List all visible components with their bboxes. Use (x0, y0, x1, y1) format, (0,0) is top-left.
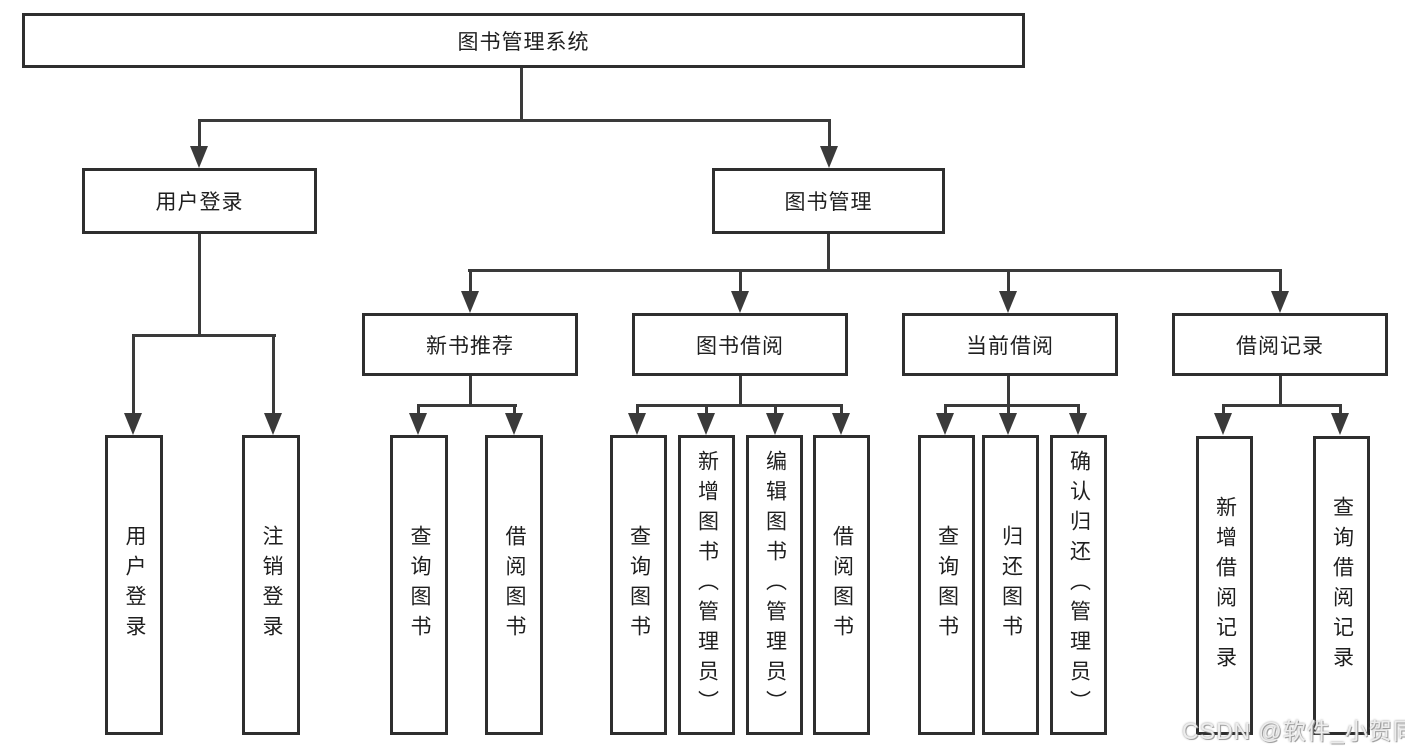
leaf-label: 查询图书 (935, 525, 959, 645)
node-label: 新书推荐 (426, 334, 514, 358)
node-label: 图书借阅 (696, 334, 784, 358)
connector-line (417, 406, 420, 414)
leaf-return-books: 归还图书 (982, 435, 1039, 735)
arrowhead-down-icon (766, 413, 784, 435)
node-label: 图书管理 (784, 191, 873, 214)
connector-line (1279, 271, 1282, 291)
connector-line (944, 404, 1080, 407)
leaf-label: 查询图书 (627, 525, 651, 645)
node-label: 图书管理系统 (457, 30, 590, 54)
leaf-add-borrow-record: 新增借阅记录 (1196, 436, 1253, 735)
leaf-add-books-admin: 新增图书（管理员） (678, 435, 735, 735)
node-borrow-records: 借阅记录 (1172, 313, 1388, 376)
node-new-book-recommend: 新书推荐 (362, 313, 578, 376)
connector-line (1222, 406, 1225, 414)
connector-line (739, 271, 742, 291)
arrowhead-down-icon (820, 146, 838, 168)
watermark: CSDN @软件_小贺同学 (1182, 718, 1405, 744)
arrowhead-down-icon (461, 291, 479, 313)
connector-line (132, 334, 276, 337)
arrowhead-down-icon (1271, 291, 1289, 313)
connector-line (469, 376, 472, 406)
leaf-label: 确认归还（管理员） (1067, 450, 1091, 720)
leaf-query-books: 查询图书 (390, 435, 448, 735)
arrowhead-down-icon (264, 413, 282, 435)
connector-line (198, 119, 831, 122)
connector-line (272, 336, 275, 413)
leaf-label: 编辑图书（管理员） (763, 450, 787, 720)
leaf-label: 新增图书（管理员） (695, 450, 719, 720)
connector-line (1007, 271, 1010, 291)
node-user-login: 用户登录 (82, 168, 317, 234)
node-label: 当前借阅 (966, 334, 1054, 358)
leaf-query-books: 查询图书 (610, 435, 667, 735)
connector-line (198, 121, 201, 147)
leaf-label: 查询图书 (408, 525, 431, 645)
arrowhead-down-icon (697, 413, 715, 435)
arrowhead-down-icon (936, 413, 954, 435)
connector-line (1339, 406, 1342, 414)
connector-line (1279, 376, 1282, 406)
connector-line (469, 271, 472, 291)
arrowhead-down-icon (1331, 413, 1349, 435)
connector-line (636, 406, 639, 414)
leaf-logout: 注销登录 (242, 435, 300, 735)
arrowhead-down-icon (999, 291, 1017, 313)
leaf-borrow-books: 借阅图书 (813, 435, 870, 735)
arrowhead-down-icon (628, 413, 646, 435)
node-library-system: 图书管理系统 (22, 13, 1025, 68)
leaf-edit-books-admin: 编辑图书（管理员） (746, 435, 803, 735)
connector-line (1007, 406, 1010, 414)
leaf-label: 借阅图书 (503, 525, 526, 645)
arrowhead-down-icon (190, 146, 208, 168)
leaf-label: 新增借阅记录 (1213, 495, 1237, 676)
node-label: 借阅记录 (1236, 334, 1324, 358)
connector-line (705, 406, 708, 414)
leaf-user-login: 用户登录 (105, 435, 163, 735)
arrowhead-down-icon (124, 413, 142, 435)
connector-line (132, 336, 135, 413)
arrowhead-down-icon (999, 413, 1017, 435)
leaf-borrow-books: 借阅图书 (485, 435, 543, 735)
connector-line (1222, 404, 1342, 407)
node-book-borrowing: 图书借阅 (632, 313, 848, 376)
connector-line (417, 404, 517, 407)
leaf-label: 注销登录 (260, 525, 283, 645)
leaf-query-books: 查询图书 (918, 435, 975, 735)
arrowhead-down-icon (409, 413, 427, 435)
connector-line (468, 269, 1282, 272)
node-label: 用户登录 (155, 191, 244, 214)
arrowhead-down-icon (1069, 413, 1087, 435)
arrowhead-down-icon (505, 413, 523, 435)
arrowhead-down-icon (1214, 413, 1232, 435)
connector-line (774, 406, 777, 414)
leaf-label: 借阅图书 (830, 525, 854, 645)
connector-line (1077, 406, 1080, 414)
arrowhead-down-icon (731, 291, 749, 313)
leaf-label: 用户登录 (123, 525, 146, 645)
connector-line (944, 406, 947, 414)
connector-line (828, 121, 831, 147)
connector-line (198, 234, 201, 336)
connector-line (636, 404, 843, 407)
leaf-query-borrow-record: 查询借阅记录 (1313, 436, 1370, 735)
connector-line (840, 406, 843, 414)
connector-line (739, 376, 742, 406)
leaf-confirm-return-admin: 确认归还（管理员） (1050, 435, 1107, 735)
leaf-label: 归还图书 (999, 525, 1023, 645)
connector-line (1007, 376, 1010, 406)
connector-line (520, 68, 523, 120)
node-current-borrowing: 当前借阅 (902, 313, 1118, 376)
arrowhead-down-icon (832, 413, 850, 435)
leaf-label: 查询借阅记录 (1330, 495, 1354, 676)
connector-line (827, 234, 830, 271)
node-book-management: 图书管理 (712, 168, 945, 234)
connector-line (513, 406, 516, 414)
